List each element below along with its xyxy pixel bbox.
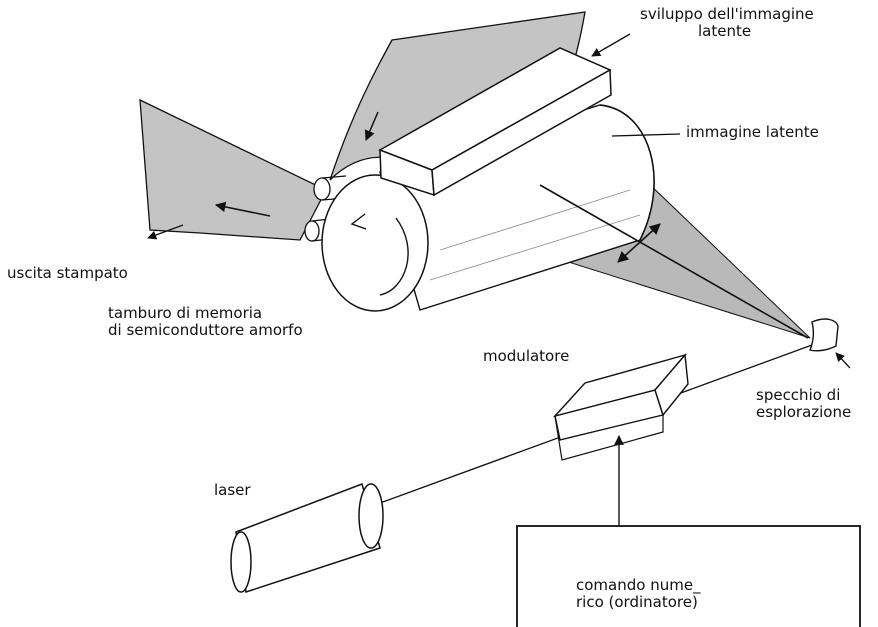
drum-label-line2: di semiconduttore amorfo (108, 321, 303, 339)
latent-image-leader (611, 133, 681, 137)
mirror-leader-arrow (835, 352, 851, 369)
modulator-box (552, 353, 689, 461)
developer-unit (378, 47, 612, 197)
mirror-label-line1: specchio di (756, 386, 841, 404)
latent-image-label: immagine latente (686, 123, 819, 141)
drum-label-line1: tamburo di memoria (108, 304, 263, 322)
scanning-mirror (809, 318, 839, 352)
output-paper-sheet (139, 98, 327, 241)
developer-label-line2: latente (698, 22, 752, 40)
modulator-label: modulatore (483, 347, 570, 365)
laser-label: laser (214, 481, 251, 499)
mirror-label-line2: esplorazione (756, 403, 852, 421)
output-leader-arrow (147, 224, 184, 240)
print-output-label: uscita stampato (7, 264, 128, 282)
paper-feed-arrow (364, 111, 379, 141)
feed-rollers (304, 175, 347, 242)
laser-tube (230, 483, 384, 593)
beam-center-line (539, 184, 809, 339)
controller-box (516, 525, 861, 627)
controller-label-line2: rico (ordinatore) (576, 593, 698, 611)
mirror-label: specchio di esplorazione (756, 387, 851, 421)
developer-label: sviluppo dell'immagine latente (640, 6, 814, 40)
scan-direction-arrow (617, 223, 661, 263)
controller-label-line1: comando nume_ (576, 576, 701, 594)
drum-label: tamburo di memoria di semiconduttore amo… (108, 305, 303, 339)
controller-label: comando nume_ rico (ordinatore) (576, 577, 701, 611)
paper-exit-arrow (214, 201, 271, 217)
developer-leader-arrow (591, 33, 631, 57)
developer-label-line1: sviluppo dell'immagine (640, 5, 814, 23)
